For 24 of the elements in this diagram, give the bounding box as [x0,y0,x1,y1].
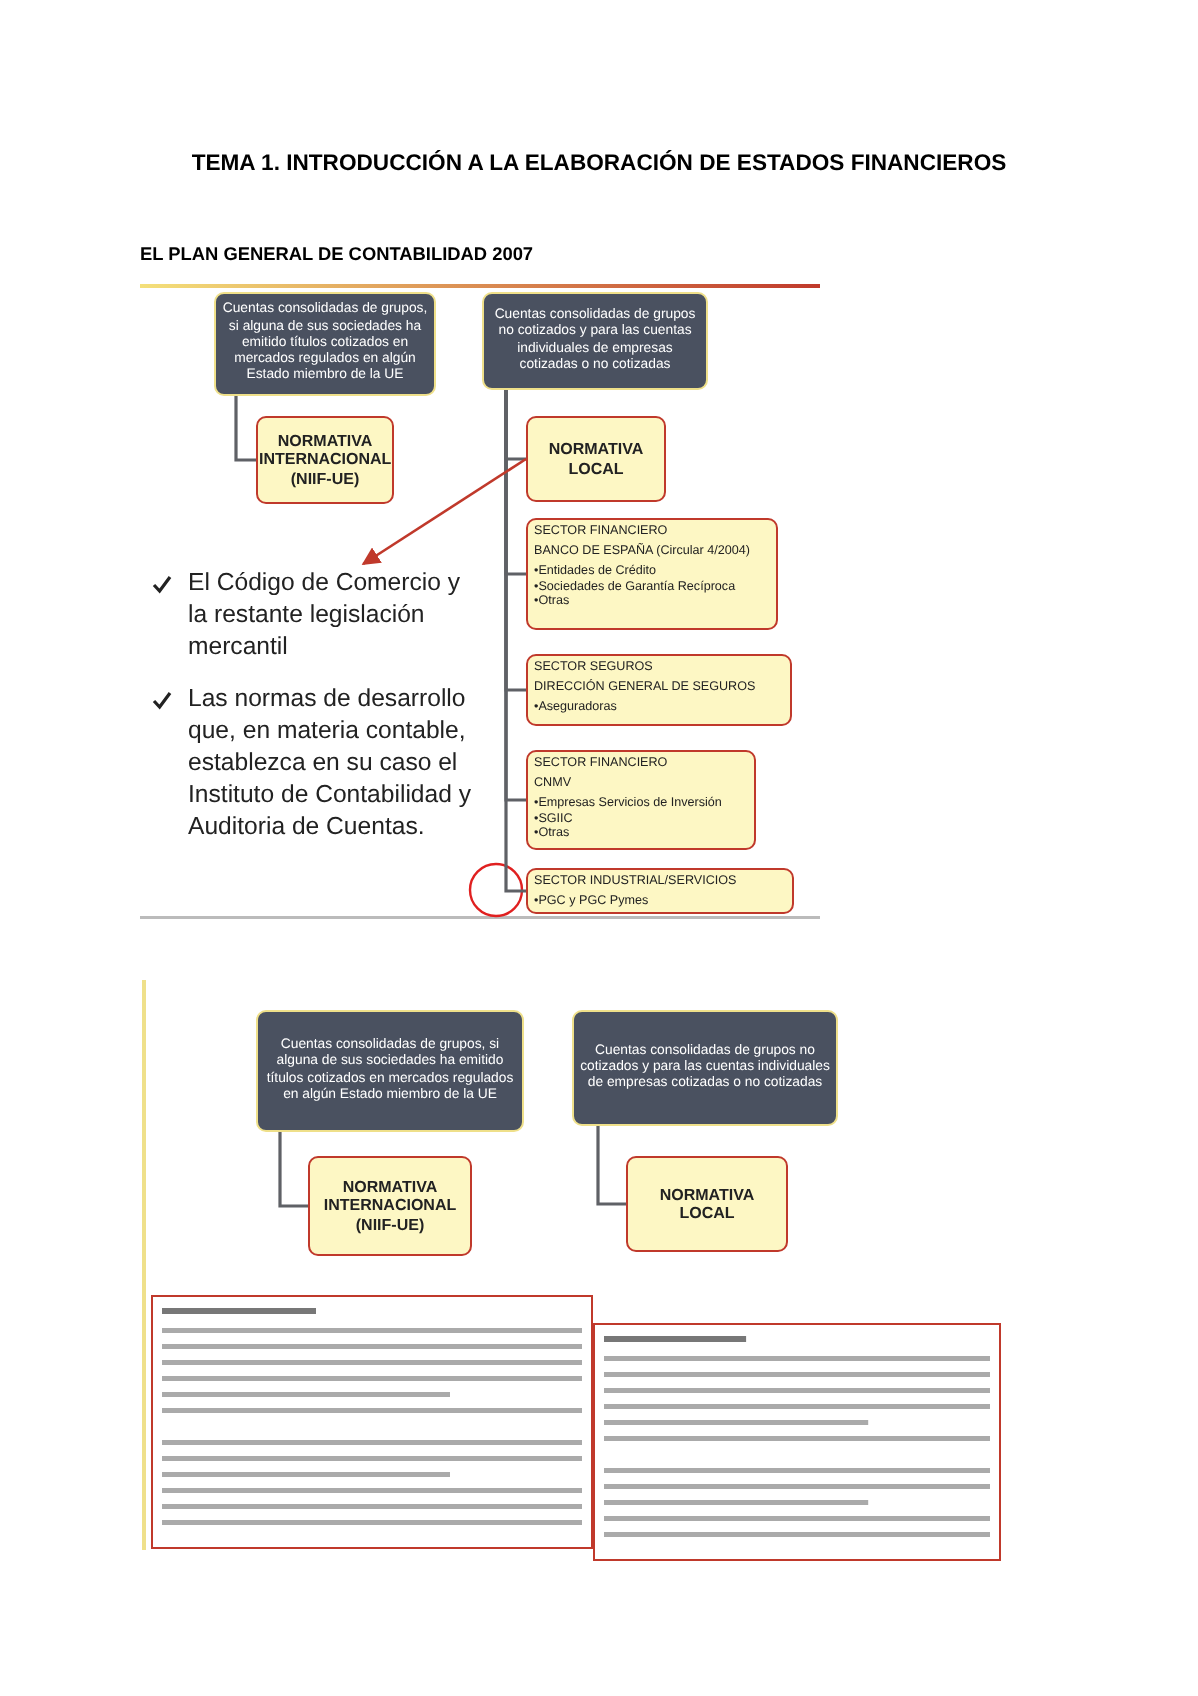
standard-box [526,416,666,502]
arrow [361,457,527,566]
section-heading: EL PLAN GENERAL DE CONTABILIDAD 2007 [140,244,534,264]
connector-line [504,390,526,893]
standard-box [626,1156,788,1252]
group-box [572,1010,838,1126]
connector-line [278,1132,308,1208]
group-box [256,1010,524,1132]
connector-line [596,1126,626,1206]
page-title: TEMA 1. INTRODUCCIÓN A LA ELABORACIÓN DE ESTADOS FINANCIEROS [189,152,1009,176]
box-text: NORMATIVA LOCAL [657,1185,757,1223]
connector-line [234,396,256,462]
list-item: Las normas de desarrollo que, en materia contable, establezca en su caso el Instituto de Contabilidad y Auditoria de Cuentas. [188,683,472,840]
sector-box [526,868,794,914]
box-text: NORMATIVA INTERNACIONAL (NIIF-UE) [258,432,392,488]
box-text: NORMATIVA INTERNACIONAL (NIIF-UE) [321,1178,459,1234]
sector-box [526,654,792,726]
group-box [482,292,708,390]
box-text: NORMATIVA LOCAL [546,440,646,478]
standard-box [308,1156,472,1256]
standard-box [256,416,394,504]
sector-box [526,518,778,630]
sector-box [526,750,756,850]
list-item: El Código de Comercio y la restante legislación mercantil [188,568,461,660]
